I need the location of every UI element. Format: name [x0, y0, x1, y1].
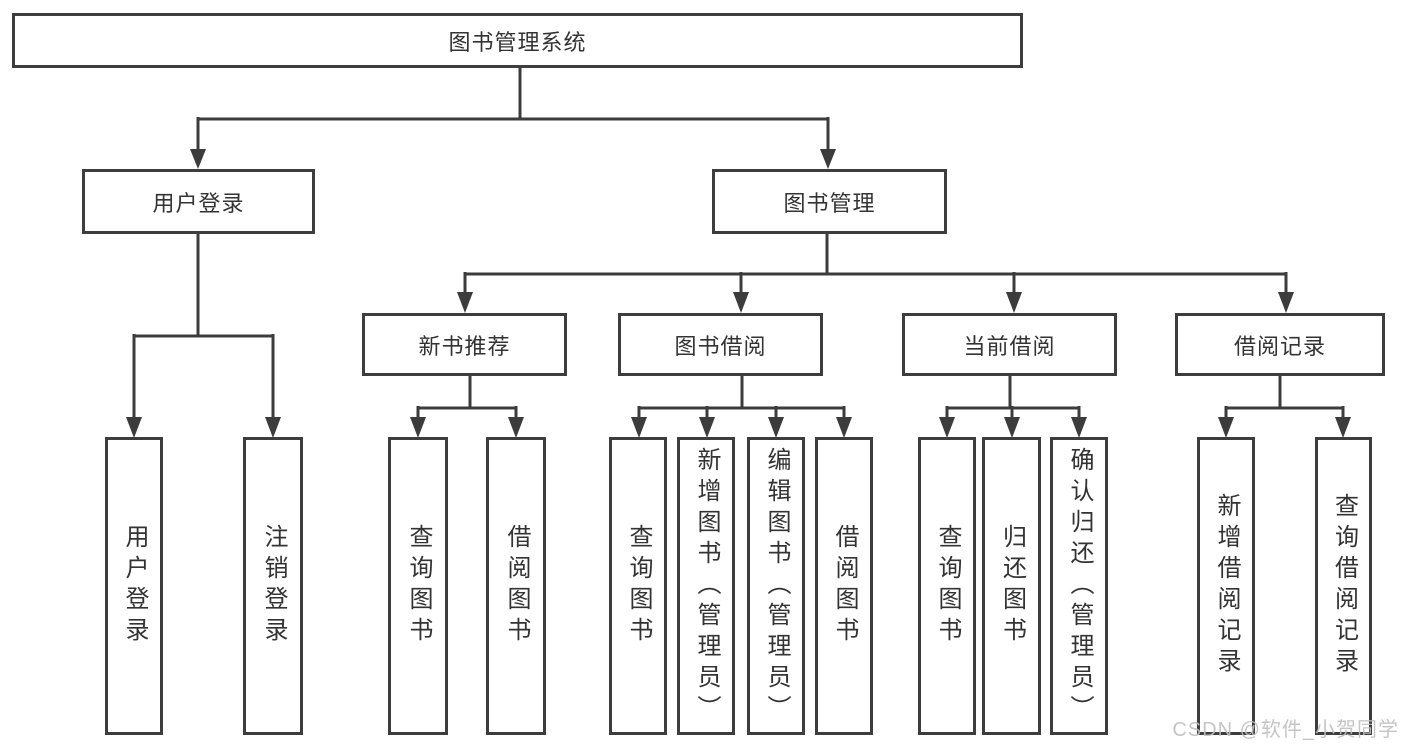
leaf-query-books-1-label: 查询图书 [405, 524, 432, 648]
leaf-borrow-books-1-label: 借阅图书 [503, 524, 530, 648]
node-borrow-records-label: 借阅记录 [1233, 333, 1326, 359]
node-current-borrow: 当前借阅 [902, 313, 1117, 376]
leaf-borrow-books-1: 借阅图书 [486, 437, 546, 735]
leaf-edit-books-admin-label: 编辑图书（管理员） [763, 446, 790, 726]
leaf-add-books-admin: 新增图书（管理员） [677, 437, 735, 735]
leaf-return-books-label: 归还图书 [998, 524, 1026, 648]
node-book-borrow-label: 图书借阅 [674, 333, 767, 359]
node-user-login-label: 用户登录 [152, 190, 245, 216]
leaf-confirm-return-admin: 确认归还（管理员） [1050, 437, 1108, 735]
node-current-borrow-label: 当前借阅 [963, 333, 1056, 359]
leaf-confirm-return-admin-label: 确认归还（管理员） [1066, 446, 1093, 726]
csdn-watermark: CSDN @软件_小贺同学 [1172, 719, 1399, 741]
leaf-query-books-2: 查询图书 [609, 437, 667, 735]
leaf-user-login-label: 用户登录 [121, 524, 148, 648]
node-book-management: 图书管理 [712, 169, 947, 234]
node-book-borrow: 图书借阅 [618, 313, 823, 376]
leaf-edit-books-admin: 编辑图书（管理员） [747, 437, 805, 735]
leaf-query-books-3-label: 查询图书 [934, 524, 961, 648]
leaf-query-borrow-record-label: 查询借阅记录 [1330, 493, 1358, 679]
leaf-query-books-2-label: 查询图书 [625, 524, 652, 648]
node-new-book-recommend-label: 新书推荐 [418, 333, 511, 359]
node-root-label: 图书管理系统 [448, 29, 587, 55]
node-user-login: 用户登录 [82, 169, 315, 234]
leaf-query-books-1: 查询图书 [388, 437, 448, 735]
node-root-system: 图书管理系统 [12, 13, 1023, 68]
leaf-query-borrow-record: 查询借阅记录 [1315, 437, 1372, 735]
node-new-book-recommend: 新书推荐 [362, 313, 567, 376]
arrowhead-icons [126, 149, 1351, 438]
leaf-user-login: 用户登录 [105, 437, 163, 735]
node-borrow-records: 借阅记录 [1175, 313, 1385, 376]
leaf-logout: 注销登录 [243, 437, 303, 735]
leaf-add-books-admin-label: 新增图书（管理员） [693, 446, 720, 726]
leaf-return-books: 归还图书 [982, 437, 1041, 735]
leaf-logout-label: 注销登录 [260, 524, 287, 648]
leaf-borrow-books-2: 借阅图书 [815, 437, 873, 735]
leaf-borrow-books-2-label: 借阅图书 [831, 524, 858, 648]
leaf-add-borrow-record-label: 新增借阅记录 [1213, 493, 1240, 679]
leaf-query-books-3: 查询图书 [918, 437, 976, 735]
leaf-add-borrow-record: 新增借阅记录 [1197, 437, 1255, 735]
node-book-management-label: 图书管理 [783, 190, 876, 216]
